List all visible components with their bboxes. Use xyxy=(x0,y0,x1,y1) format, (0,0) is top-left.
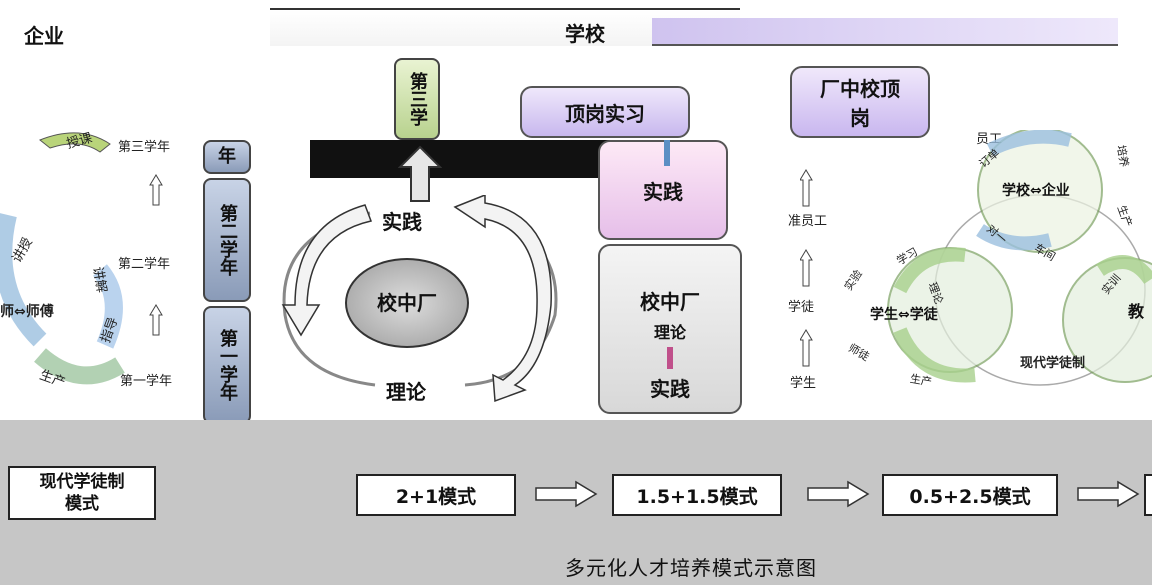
pillar-top: 年 xyxy=(203,140,251,174)
center-year3-text: 第三学 xyxy=(407,72,428,126)
practice-box: 实践 xyxy=(598,140,728,240)
step-2-1-box: 2+1模式 xyxy=(356,474,516,516)
theory-label: 理论 xyxy=(386,380,426,404)
center-year3-pillar: 第三学 xyxy=(394,58,440,140)
student-apprentice-label: 学生⇔学徒 xyxy=(870,307,938,323)
center-cycle-arrows xyxy=(281,195,558,403)
school-label: 学校 xyxy=(565,22,605,46)
year1-label: 第一学年 xyxy=(120,374,173,389)
pillar-top-text: 年 xyxy=(218,146,236,167)
flow-arrow-1 xyxy=(535,480,598,508)
pillar-year2: 第二学年 xyxy=(203,178,251,302)
school-factory-box: 校中厂 理论 实践 xyxy=(598,244,742,414)
diagram-caption: 多元化人才培养模式示意图 xyxy=(565,556,817,580)
left-cycle-diagram xyxy=(0,132,163,385)
teacher-master-label: 师⇔师傅 xyxy=(0,304,54,320)
step-1-5-box: 1.5+1.5模式 xyxy=(612,474,782,516)
up-arrow-center xyxy=(397,145,443,207)
pillar-year1: 第一学年 xyxy=(203,306,251,424)
in-school-factory-ellipse: 校中厂 xyxy=(345,258,469,348)
apprentice-label: 学徒 xyxy=(788,300,815,315)
double-arrow-blue xyxy=(664,140,670,166)
school-factory-theory-text: 理论 xyxy=(653,323,686,342)
enterprise-label: 企业 xyxy=(24,24,64,48)
year2-label: 第二学年 xyxy=(118,257,171,272)
up-arrow-2 xyxy=(149,304,163,336)
teach-arrow xyxy=(39,132,111,153)
pillar-year2-text: 第二学年 xyxy=(217,204,238,276)
model-label-line2: 模式 xyxy=(65,494,99,514)
step-2-1-text: 2+1模式 xyxy=(395,485,477,508)
factory-school-post-text: 厂中校顶岗 xyxy=(820,77,900,130)
up-arrow-1 xyxy=(149,174,163,206)
pillar-year1-text: 第一学年 xyxy=(217,329,238,401)
quasi-employee-label: 准员工 xyxy=(788,214,828,229)
double-arrow-pink xyxy=(667,347,673,369)
cycle-arc-left xyxy=(0,213,47,347)
step-0-5-text: 0.5+2.5模式 xyxy=(909,485,1031,508)
factory-school-post-box: 厂中校顶岗 xyxy=(790,66,930,138)
black-bar xyxy=(310,140,610,178)
modern-apprenticeship-label: 现代学徒制 xyxy=(1020,356,1086,371)
school-enterprise-label: 学校⇔企业 xyxy=(1002,183,1070,199)
step-0-5-box: 0.5+2.5模式 xyxy=(882,474,1058,516)
post-internship-text: 顶岗实习 xyxy=(565,101,645,126)
flow-arrow-2 xyxy=(807,480,870,508)
model-label-line1: 现代学徒制 xyxy=(39,472,125,492)
right-cycle-diagram xyxy=(800,130,1152,386)
school-factory-practice-text: 实践 xyxy=(650,377,690,401)
in-school-factory-text: 校中厂 xyxy=(377,291,437,315)
cycle-arc-right xyxy=(92,264,123,349)
flow-arrow-3 xyxy=(1077,480,1140,508)
school-factory-box-text: 校中厂 xyxy=(640,290,700,314)
step-next-box-partial xyxy=(1144,474,1152,516)
practice-box-text: 实践 xyxy=(643,179,683,204)
header-accent-bar xyxy=(652,18,1118,46)
step-1-5-text: 1.5+1.5模式 xyxy=(636,485,758,508)
teach-right-label: 教 xyxy=(1128,302,1145,321)
year3-label: 第三学年 xyxy=(118,140,171,155)
practice-label: 实践 xyxy=(382,210,422,234)
left-panel: 授课 第三学年 讲授 第二学年 讲解 师⇔师傅 指导 生产 第一学年 xyxy=(0,130,270,420)
post-internship-box: 顶岗实习 xyxy=(520,86,690,138)
cycle-arc-bottom xyxy=(34,348,125,385)
model-label-box: 现代学徒制 模式 xyxy=(8,466,156,520)
student-label: 学生 xyxy=(790,376,817,391)
